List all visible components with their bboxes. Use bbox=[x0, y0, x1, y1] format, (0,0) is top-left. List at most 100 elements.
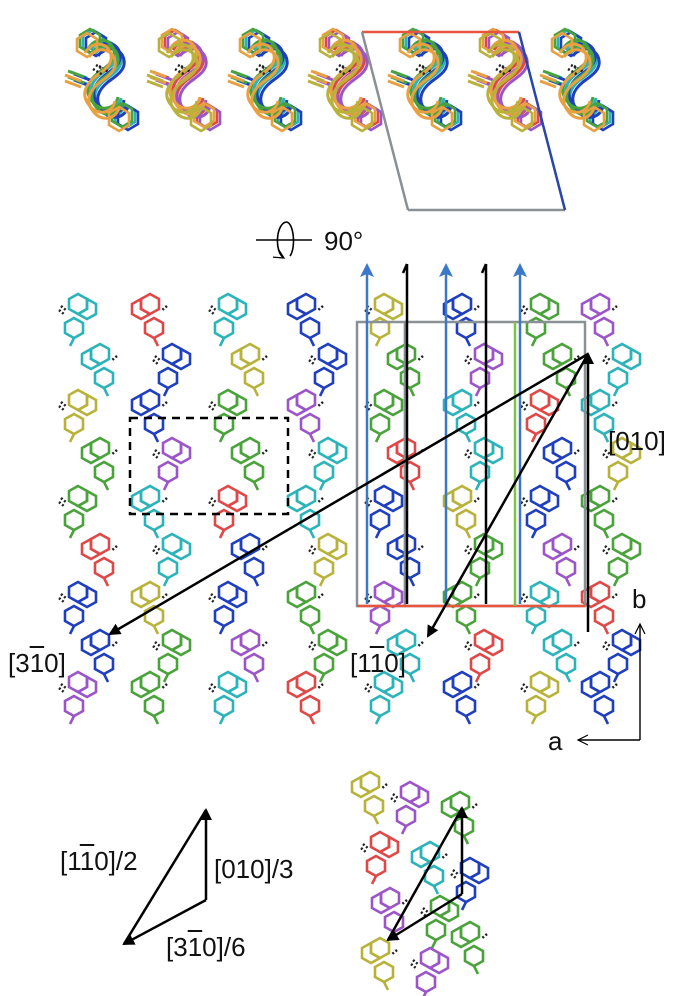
inset-molecule bbox=[449, 856, 490, 912]
molecule bbox=[57, 580, 98, 636]
molecule-stack-2 bbox=[145, 27, 222, 133]
molecule bbox=[207, 292, 248, 348]
molecule bbox=[363, 580, 404, 636]
molecule bbox=[542, 532, 581, 588]
molecule bbox=[286, 580, 325, 636]
d1-close: 0] bbox=[384, 648, 406, 678]
molecule-stack-3 bbox=[226, 27, 303, 133]
molecule bbox=[286, 670, 325, 726]
molecule bbox=[151, 628, 192, 684]
molecule bbox=[542, 436, 581, 492]
d1-open: [1 bbox=[350, 648, 370, 678]
molecule bbox=[601, 628, 642, 684]
unit-cell-projection bbox=[355, 320, 587, 608]
molecule bbox=[80, 342, 119, 398]
d1-bar: 1 bbox=[369, 648, 385, 678]
molecule bbox=[580, 292, 619, 348]
molecule bbox=[519, 580, 560, 636]
molecule bbox=[230, 436, 269, 492]
vector-label-3-10-sixth: [310]/6 bbox=[166, 934, 246, 960]
molecule bbox=[207, 484, 248, 540]
molecule bbox=[442, 292, 481, 348]
molecule bbox=[151, 436, 192, 492]
molecule-stack-1 bbox=[63, 27, 140, 133]
vector-label-1-10-half: [110]/2 bbox=[60, 848, 138, 874]
v010-text: [010]/3 bbox=[214, 854, 294, 884]
direction-vectors bbox=[108, 352, 594, 638]
inset-molecule bbox=[359, 830, 400, 886]
molecule bbox=[230, 342, 269, 398]
molecule bbox=[363, 484, 404, 540]
v1-close: 0]/2 bbox=[94, 846, 138, 876]
molecule bbox=[57, 670, 98, 726]
vector-sum-triangle bbox=[122, 808, 212, 946]
molecule-stack-4 bbox=[306, 27, 383, 133]
axis-indicator bbox=[578, 624, 640, 740]
molecule bbox=[80, 628, 119, 684]
top-projection-panel bbox=[63, 27, 615, 212]
molecule bbox=[130, 292, 169, 348]
molecule bbox=[80, 532, 119, 588]
molecule bbox=[363, 670, 404, 726]
molecule bbox=[207, 580, 248, 636]
molecule bbox=[130, 388, 169, 444]
molecule bbox=[519, 292, 560, 348]
axis-label-b: b bbox=[632, 584, 647, 614]
molecule-stack-5 bbox=[386, 27, 463, 133]
molecule-stack-7 bbox=[538, 27, 615, 133]
v3-open: [3 bbox=[166, 932, 188, 962]
unit-cell-edge-blue-right bbox=[517, 31, 567, 211]
direction-label-010: [010] bbox=[608, 428, 666, 454]
molecule bbox=[519, 670, 560, 726]
direction-label-3-10: [310] bbox=[8, 650, 66, 676]
molecule bbox=[207, 670, 248, 726]
vector-1-10 bbox=[426, 353, 590, 638]
molecule bbox=[519, 484, 560, 540]
translation-arrows bbox=[360, 263, 527, 604]
molecule bbox=[307, 342, 348, 398]
molecule bbox=[307, 628, 348, 684]
molecule bbox=[57, 388, 98, 444]
d3-open: [3 bbox=[8, 648, 30, 678]
direction-label-1-10: [110] bbox=[350, 650, 406, 676]
v3-close: 0]/6 bbox=[202, 932, 246, 962]
molecule bbox=[601, 342, 642, 398]
molecule bbox=[286, 388, 325, 444]
molecule bbox=[463, 436, 504, 492]
molecule bbox=[130, 670, 169, 726]
molecule bbox=[580, 670, 619, 726]
inset-molecule bbox=[360, 936, 399, 992]
direction-010-text: [010] bbox=[608, 426, 666, 456]
inset-molecule bbox=[350, 770, 389, 826]
molecule bbox=[80, 436, 119, 492]
inset-vectors bbox=[386, 806, 468, 942]
rotation-arrow-icon bbox=[256, 221, 312, 258]
rotation-angle-label: 90° bbox=[324, 226, 364, 256]
inset-molecule bbox=[389, 780, 430, 836]
molecule bbox=[151, 342, 192, 398]
molecule bbox=[57, 484, 98, 540]
v3-bar: 1 bbox=[187, 932, 203, 962]
vector-3-10 bbox=[108, 352, 589, 636]
molecule bbox=[601, 532, 642, 588]
d3-close: 0] bbox=[44, 648, 66, 678]
molecule bbox=[463, 628, 504, 684]
molecule-stack-6 bbox=[466, 27, 543, 133]
unit-cell-edge-gray-left bbox=[360, 31, 410, 211]
molecule bbox=[286, 292, 325, 348]
molecule bbox=[207, 388, 248, 444]
molecule bbox=[442, 670, 481, 726]
molecule bbox=[130, 580, 169, 636]
molecule bbox=[57, 292, 98, 348]
molecule bbox=[130, 484, 169, 540]
v1-bar: 1 bbox=[79, 846, 95, 876]
v1-open: [1 bbox=[60, 846, 80, 876]
d3-bar: 1 bbox=[29, 648, 45, 678]
axis-label-a: a bbox=[548, 726, 563, 756]
vector-label-010-third: [010]/3 bbox=[214, 856, 294, 882]
molecule bbox=[363, 388, 404, 444]
molecule bbox=[307, 436, 348, 492]
molecule bbox=[307, 532, 348, 588]
molecule bbox=[542, 628, 581, 684]
